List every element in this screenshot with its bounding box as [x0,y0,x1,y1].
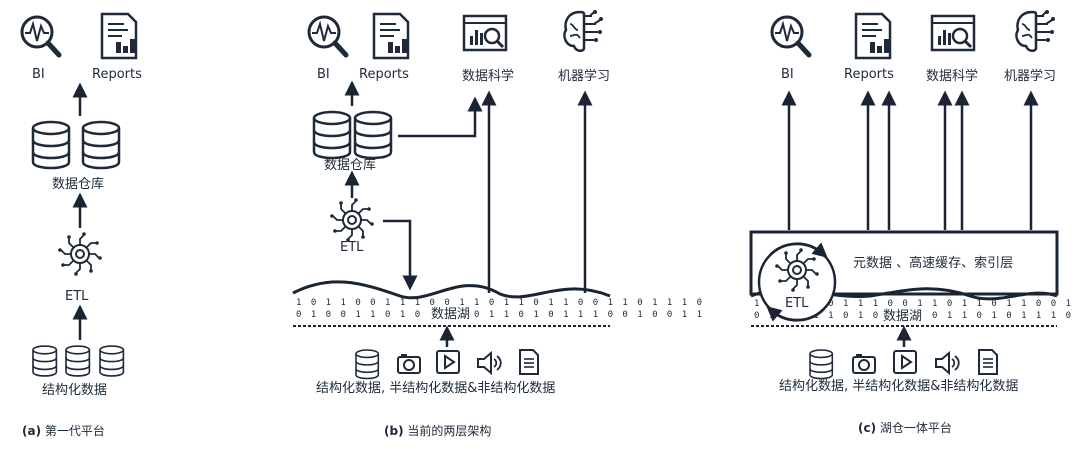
camera-icon [397,353,421,374]
etl-label: ETL [340,240,364,255]
svg-text:1 0 1 1 0 0 1 1 1 0 0 1 1 0 1: 1 0 1 1 0 0 1 1 1 0 0 1 1 0 1 1 0 1 1 0 … [296,298,704,308]
data-lake-wave: 1 0 1 1 0 0 1 1 1 0 0 1 1 0 1 1 0 1 1 0 … [292,280,704,327]
source-label: 结构化数据, 半结构化数据&非结构化数据 [316,381,556,396]
reports-label: Reports [92,67,142,82]
etl-gear-icon [329,197,375,243]
database-icon [355,349,380,380]
reports-label: Reports [359,67,409,82]
arrow-warehouse-to-ds [398,96,483,138]
database-icon [32,345,58,377]
etl-label: ETL [785,296,809,311]
cycle-arrow-icon [766,306,825,322]
caption-a: (a) 第一代平台 [22,424,105,438]
data-science-label: 数据科学 [926,69,979,84]
speaker-icon [935,352,960,374]
ml-label: 机器学习 [558,69,611,84]
bi-label: BI [32,67,45,82]
database-icon [809,349,834,380]
arrow-etl-to-lake [383,219,418,291]
caption-c: (c) 湖仓一体平台 [858,421,952,435]
arrows-layer-to-consumers [781,90,1039,230]
machine-learning-brain-icon [1015,8,1057,53]
report-document-icon [100,12,138,60]
bi-analytics-icon [309,17,346,55]
text-document-icon [519,349,539,375]
video-play-icon [893,350,917,374]
ml-label: 机器学习 [1004,69,1057,84]
source-label: 结构化数据 [42,383,108,398]
svg-text:1 0 1 1 0 0 1 1 1 0 0 1 1 0 1: 1 0 1 1 0 0 1 1 1 0 0 1 1 0 1 1 0 1 1 0 … [754,299,1080,309]
report-document-icon [372,12,410,60]
database-icon [99,345,125,377]
caption-b: (b) 当前的两层架构 [384,424,491,438]
report-document-icon [854,12,892,60]
speaker-icon [477,352,502,374]
warehouse-label: 数据仓库 [324,158,377,173]
database-icon [65,345,91,377]
caption-tag: (b) [384,424,404,438]
data-science-label: 数据科学 [462,69,515,84]
lake-label: 数据湖 [429,307,473,323]
data-science-icon [462,14,508,52]
cycle-arrow-icon [769,242,828,258]
bi-label: BI [781,67,794,82]
bi-label: BI [317,67,330,82]
camera-icon [852,353,876,374]
database-icon [81,120,121,170]
metadata-layer-label: 元数据 、高速缓存、索引层 [853,256,1014,271]
database-icon [312,110,352,160]
caption-text: 当前的两层架构 [407,424,492,438]
video-play-icon [436,350,460,374]
text-document-icon [978,349,998,375]
reports-label: Reports [844,67,894,82]
database-icon [353,110,393,160]
svg-text:0 1 0 0 1 1 0 1 0 1 1 0 0 1 1: 0 1 0 0 1 1 0 1 0 1 1 0 0 1 1 0 1 0 1 1 … [296,310,704,320]
bi-analytics-icon [22,17,59,55]
bi-analytics-icon [772,17,809,55]
warehouse-label: 数据仓库 [52,177,105,192]
machine-learning-brain-icon [563,8,605,53]
caption-tag: (c) [858,421,877,435]
etl-label: ETL [65,289,89,304]
caption-tag: (a) [22,424,42,438]
caption-text: 湖仓一体平台 [879,421,952,435]
etl-gear-icon [57,231,103,277]
lake-label: 数据湖 [881,309,925,325]
database-icon [31,120,71,170]
source-label: 结构化数据, 半结构化数据&非结构化数据 [779,379,1019,394]
data-science-icon [930,14,976,52]
caption-text: 第一代平台 [44,424,105,438]
